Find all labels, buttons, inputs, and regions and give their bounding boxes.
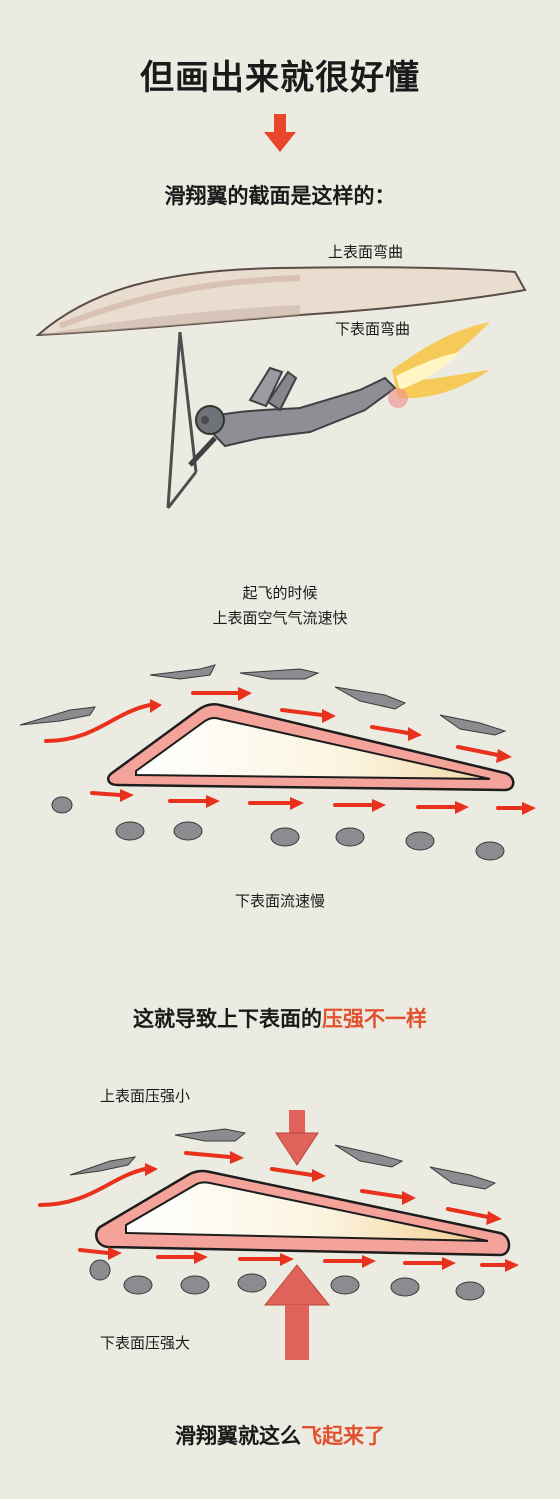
pressure-diagram	[38, 1110, 519, 1360]
upper-low-pressure-label: 上表面压强小	[100, 1087, 191, 1105]
footer-highlight: 飞起来了	[301, 1424, 385, 1448]
airflow-diagram	[19, 664, 536, 861]
footer-prefix: 滑翔翼就这么	[175, 1424, 301, 1448]
takeoff-caption-line1: 起飞的时候	[242, 584, 318, 602]
upper-surface-label: 上表面弯曲	[328, 243, 404, 261]
pressure-difference-heading: 这就导致上下表面的压强不一样	[0, 1003, 560, 1033]
pressure-heading-prefix: 这就导致上下表面的	[133, 1007, 322, 1031]
slow-lower-flow-label: 下表面流速慢	[234, 892, 325, 910]
hang-glider-illustration	[35, 266, 527, 509]
pressure-arrow-down-icon	[275, 1110, 319, 1166]
takeoff-caption-line2: 上表面空气气流速快	[212, 609, 348, 627]
section1-heading: 滑翔翼的截面是这样的：	[164, 184, 396, 208]
page-title: 但画出来就很好懂	[140, 58, 420, 98]
footer-conclusion: 滑翔翼就这么飞起来了	[0, 1420, 560, 1450]
pressure-heading-highlight: 压强不一样	[322, 1007, 427, 1031]
down-arrow-icon	[264, 114, 296, 152]
lower-surface-label: 下表面弯曲	[335, 320, 411, 338]
pressure-arrow-up-icon	[263, 1264, 331, 1360]
lower-high-pressure-label: 下表面压强大	[100, 1334, 191, 1352]
